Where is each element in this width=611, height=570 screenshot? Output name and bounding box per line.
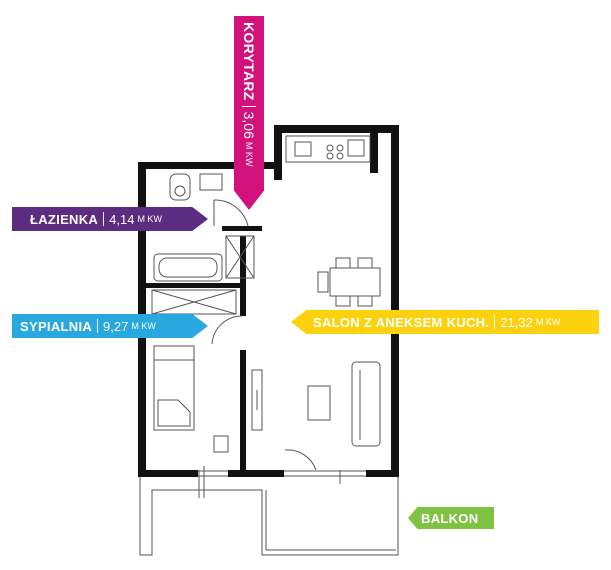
room-area-unit: M KW xyxy=(244,141,254,167)
wall-bottom-right xyxy=(366,470,399,477)
wall-bath-bottom-short xyxy=(222,226,262,231)
bedroom-furniture xyxy=(153,345,263,453)
living-furniture xyxy=(307,361,381,447)
wardrobe xyxy=(151,289,237,315)
wall-top-left xyxy=(138,162,282,169)
wall-kitchen-left xyxy=(274,125,282,180)
label-separator xyxy=(103,212,105,226)
balcony-outline xyxy=(139,477,399,556)
room-area: 3,06 xyxy=(241,111,257,139)
room-name: KORYTARZ xyxy=(241,22,257,101)
room-area-unit: M KW xyxy=(137,214,162,224)
label-separator xyxy=(494,315,496,329)
room-label-salon: SALON Z ANEKSEM KUCH. 21,32 M KW xyxy=(291,310,599,334)
wall-bedroom-right xyxy=(240,350,246,470)
room-name: SYPIALNIA xyxy=(20,318,93,334)
room-area-unit: M KW xyxy=(131,321,156,331)
kitchen xyxy=(285,135,371,163)
room-label-lazienka: ŁAZIENKA 4,14 M KW xyxy=(12,207,208,231)
wall-right xyxy=(391,125,399,477)
room-label-korytarz: KORYTARZ 3,06 M KW xyxy=(234,16,264,210)
dining-table xyxy=(317,257,381,307)
room-area: 4,14 xyxy=(109,211,135,227)
wall-partition-mid xyxy=(240,236,246,316)
room-name: ŁAZIENKA xyxy=(30,211,99,227)
label-separator xyxy=(242,105,256,107)
room-label-balkon: BALKON xyxy=(408,507,494,529)
room-name: BALKON xyxy=(421,510,479,526)
bathroom-fixtures xyxy=(153,173,255,282)
wall-bottom-left xyxy=(138,470,198,477)
wall-bottom-mid xyxy=(228,470,284,477)
doors xyxy=(198,175,341,498)
wall-bath-bottom xyxy=(146,283,246,288)
label-separator xyxy=(97,319,99,333)
wall-kitchen-niche xyxy=(370,133,378,173)
room-name: SALON Z ANEKSEM KUCH. xyxy=(313,314,490,330)
windows xyxy=(198,470,366,477)
room-label-sypialnia: SYPIALNIA 9,27 M KW xyxy=(12,314,208,338)
wall-top-right xyxy=(274,125,399,133)
room-area: 21,32 xyxy=(500,314,533,330)
room-area-unit: M KW xyxy=(535,317,561,327)
room-area: 9,27 xyxy=(103,318,129,334)
